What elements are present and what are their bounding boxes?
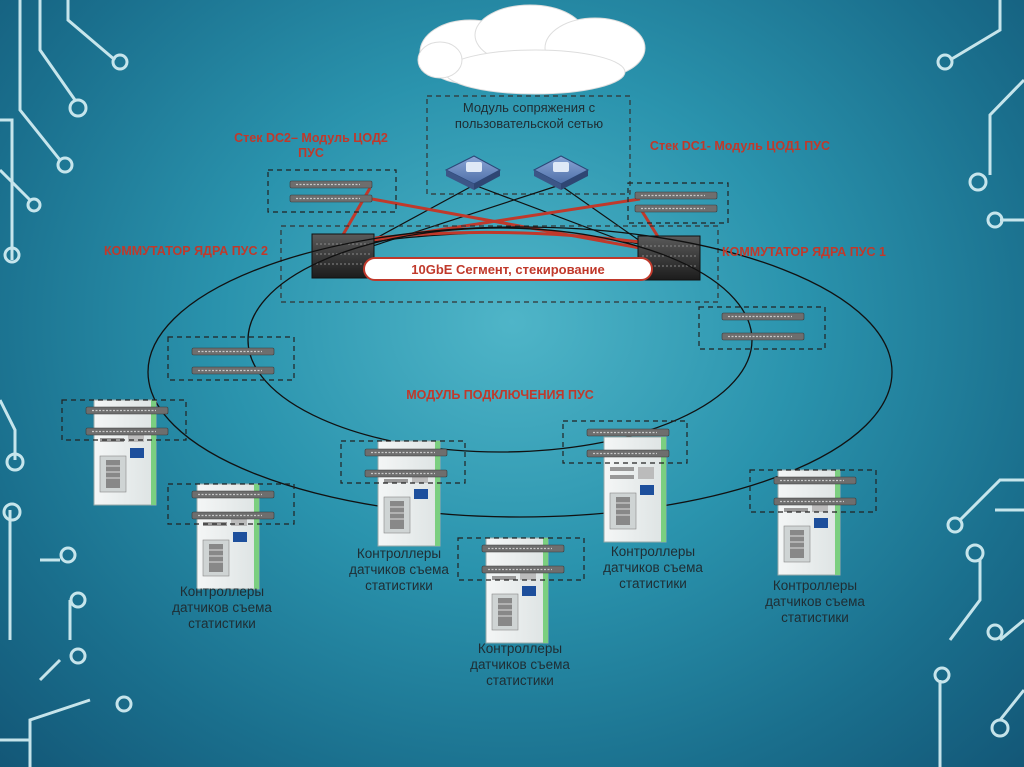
stack-dc1-label: Стек DC1- Модуль ЦОД1 ПУС [649,139,831,153]
stack-dc2-label: Стек DC2– Модуль ЦОД2 ПУС [234,131,388,160]
stack-dc2-box [267,169,397,213]
controllers-label: Контроллеры датчиков съема статистики [349,546,449,594]
controller-rack [457,537,585,644]
interface-module-box [426,95,631,195]
segment-pill [363,257,653,281]
controller-rack [61,399,187,506]
controller-rack [749,469,877,576]
controllers-label: Контроллеры датчиков съема статистики [603,544,703,592]
access-switch-box [167,336,295,381]
cloud-icon [417,4,646,95]
core-switch-1-label: КОММУТАТОР ЯДРА ПУС 1 [722,245,886,259]
controllers-label: Контроллеры датчиков съема статистики [765,578,865,626]
ring-outer [147,226,893,518]
controllers-label: Контроллеры датчиков съема статистики [172,584,272,632]
segment-label: 10GbE Сегмент, стекирование [411,262,605,277]
router-icon [444,155,502,190]
controller-rack [562,420,688,543]
access-switch-box [698,306,826,350]
controllers-label: Контроллеры датчиков съема статистики [470,641,570,689]
interface-module-label: Модуль сопряжения с пользовательской сет… [454,100,604,131]
controller-rack [340,440,466,547]
core-switch-2-label: КОММУТАТОР ЯДРА ПУС 2 [104,244,268,258]
core-area-box [280,225,719,303]
controller-rack [167,483,295,590]
stack-dc1-box [627,182,729,224]
access-module-label: МОДУЛЬ ПОДКЛЮЧЕНИЯ ПУС [406,388,594,402]
router-icon [532,155,590,190]
